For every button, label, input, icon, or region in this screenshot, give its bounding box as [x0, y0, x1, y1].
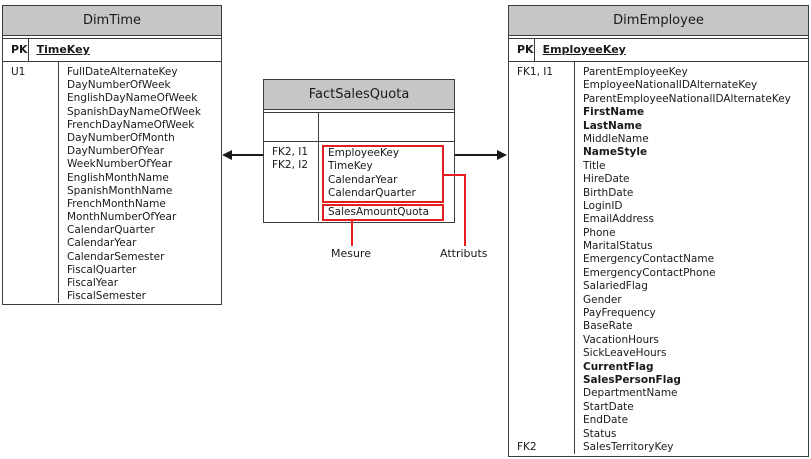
dimtime-table: DimTime PK TimeKey U1 FullDateAlternateK… [2, 5, 222, 305]
field-name: LastName [583, 119, 642, 132]
field-name: EmailAddress [583, 213, 654, 226]
dimtime-pk-row: PK TimeKey [3, 38, 221, 62]
field-name: StartDate [583, 400, 634, 413]
field-name: FrenchMonthName [67, 197, 166, 210]
pk-field: EmployeeKey [533, 39, 808, 61]
field-name: CurrentFlag [583, 360, 654, 373]
field-name: Gender [583, 293, 622, 306]
key-label: FK2 [517, 441, 537, 454]
key-column: FK1, I1 FK2 [509, 62, 574, 454]
field-name: HireDate [583, 173, 630, 186]
dimtime-table-title: DimTime [82, 13, 142, 28]
field-name: EndDate [583, 414, 629, 427]
empty-pk-cell [264, 113, 318, 141]
field-name: Phone [583, 226, 616, 239]
relationship-line-dimemployee [455, 154, 497, 156]
field-name: TimeKey [328, 160, 373, 173]
dimemployee-table-title: DimEmployee [613, 13, 704, 28]
measure-callout-line [351, 220, 353, 246]
field-name: EmployeeKey [328, 147, 400, 159]
pk-cell: PK [11, 43, 28, 56]
left-arrowhead-icon [222, 150, 232, 160]
pk-field: TimeKey [27, 39, 221, 61]
key-label: FK2, I2 [272, 159, 309, 172]
field-name: SickLeaveHours [583, 347, 667, 360]
field-name: EnglishMonthName [67, 171, 169, 184]
field-name: MonthNumberOfYear [67, 211, 177, 224]
field-name: EmergencyContactName [583, 253, 715, 266]
field-name: DayNumberOfMonth [67, 131, 175, 144]
relationship-line-dimtime [230, 154, 263, 156]
empty-pk-field [318, 113, 454, 141]
field-name: EmergencyContactPhone [583, 266, 716, 279]
right-arrowhead-icon [497, 150, 507, 160]
factsalesquota-pk-row-empty [264, 112, 454, 142]
field-name: FullDateAlternateKey [67, 66, 178, 78]
attributes-callout-line-horizontal [444, 174, 466, 176]
field-name: MaritalStatus [583, 240, 653, 253]
field-name: FiscalQuarter [67, 263, 137, 276]
field-name: CalendarYear [67, 237, 137, 250]
field-name: FiscalYear [67, 277, 119, 289]
pk-cell: PK [517, 43, 534, 56]
field-name: Title [583, 159, 606, 172]
field-name: FrenchDayNameOfWeek [67, 118, 195, 131]
field-name: PayFrequency [583, 307, 656, 320]
key-label: U1 [11, 66, 26, 78]
field-name: MiddleName [583, 132, 649, 145]
key-label: FK2, I1 [272, 146, 309, 158]
dimemployee-table-header: DimEmployee [509, 6, 808, 36]
field-name: DepartmentName [583, 387, 678, 400]
dimemployee-pk-row: PK EmployeeKey [509, 38, 808, 62]
field-name: SalesPersonFlag [583, 373, 681, 386]
field-name: DayNumberOfYear [67, 145, 165, 158]
field-name: WeekNumberOfYear [67, 158, 173, 171]
key-column: U1 [3, 62, 58, 303]
factsalesquota-table-header: FactSalesQuota [264, 80, 454, 110]
key-label: FK1, I1 [517, 66, 554, 78]
field-name: SalesAmountQuota [328, 205, 430, 218]
field-name: SalariedFlag [583, 280, 648, 293]
field-name: ParentEmployeeNationalIDAlternateKey [583, 92, 791, 105]
field-name: SalesTerritoryKey [583, 440, 674, 453]
field-name: CalendarQuarter [67, 224, 155, 237]
field-name: ParentEmployeeKey [583, 66, 688, 78]
field-name: NameStyle [583, 146, 648, 159]
field-name: VacationHours [583, 333, 659, 346]
field-name: EmployeeNationalIDAlternateKey [583, 79, 758, 92]
field-name: FiscalSemester [67, 290, 146, 303]
factsalesquota-table-title: FactSalesQuota [308, 87, 410, 102]
field-name: BirthDate [583, 186, 634, 199]
dimtime-table-header: DimTime [3, 6, 221, 36]
field-name: SpanishMonthName [67, 184, 173, 197]
field-name: LoginID [583, 199, 623, 212]
field-name: SpanishDayNameOfWeek [67, 105, 201, 118]
field-name: DayNumberOfWeek [67, 79, 171, 92]
measure-highlight-box: SalesAmountQuota [322, 203, 444, 221]
attributes-callout-line-vertical [464, 174, 466, 246]
field-name: BaseRate [583, 320, 633, 333]
measure-label: Mesure [331, 247, 372, 260]
attributes-label: Attributs [440, 247, 488, 260]
dimemployee-table: DimEmployee PK EmployeeKey FK1, I1 FK2 Pa… [508, 5, 809, 457]
field-name: CalendarSemester [67, 250, 165, 263]
field-name: EnglishDayNameOfWeek [67, 92, 198, 105]
field-name: CalendarQuarter [328, 187, 416, 200]
field-name: CalendarYear [328, 173, 398, 186]
field-name: FirstName [583, 106, 645, 119]
field-name: Status [583, 427, 617, 440]
